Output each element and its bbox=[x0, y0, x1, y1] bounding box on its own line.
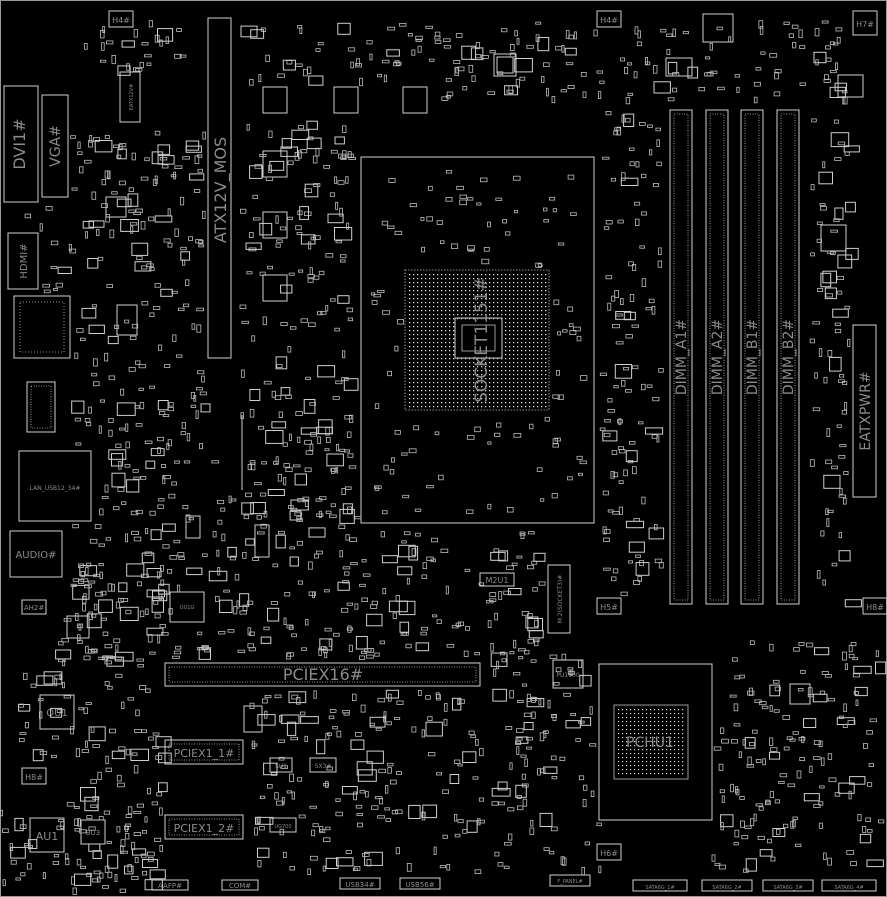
h4-right-label: H4# bbox=[600, 16, 618, 25]
dvi-connector: DVI1# bbox=[3, 85, 39, 203]
dimm-slot-b1: DIMM_B1# bbox=[740, 109, 764, 605]
dimm-slot-b2: DIMM_B2# bbox=[776, 109, 800, 605]
h6-label: H6# bbox=[600, 849, 618, 858]
pciex1-2-label: PCIEX1_2# bbox=[174, 822, 235, 835]
eatx-power-connector: EATXPWR# bbox=[852, 324, 877, 498]
f-panel-label: F_PANEL# bbox=[557, 879, 582, 885]
hdmi-connector: HDMI# bbox=[7, 232, 39, 290]
mount-hole-h8-left: H8# bbox=[21, 767, 47, 785]
ah2-label: AH2# bbox=[24, 604, 45, 612]
chip-rect-4 bbox=[116, 304, 138, 336]
au1-label: AU1 bbox=[36, 830, 59, 843]
pciex1-2-slot: PCIEX1_2# bbox=[164, 814, 244, 840]
power-block bbox=[837, 74, 864, 98]
mount-hole-h6: H6# bbox=[596, 843, 622, 861]
socket-label: SOCKET1151# bbox=[472, 277, 492, 403]
h7-label: H7# bbox=[856, 20, 874, 29]
vga-connector: VGA# bbox=[41, 94, 69, 198]
component-field bbox=[0, 20, 887, 895]
audio-label: AUDIO# bbox=[15, 550, 56, 561]
dimm-a2-label: DIMM_A2# bbox=[710, 319, 726, 395]
chip-rect-2 bbox=[243, 705, 263, 733]
h4-left-label: H4# bbox=[112, 16, 130, 25]
sx3-jumper: SX3# bbox=[309, 757, 337, 773]
m2-socket: M.2(SOCKET3)# M2U1 bbox=[479, 564, 571, 634]
vrm-chokes bbox=[262, 53, 517, 302]
dimm-b1-label: DIMM_B1# bbox=[745, 319, 761, 395]
aafp-label: AAFP# bbox=[158, 882, 182, 890]
bu3-chip: BU3 bbox=[80, 819, 106, 845]
eatx12v-connector: EATX12V# bbox=[119, 71, 141, 123]
capacitor-block bbox=[820, 224, 847, 252]
dvi-label: DVI1# bbox=[10, 118, 29, 169]
ug700-label: UG700 bbox=[274, 824, 291, 830]
ah2-header: AH2# bbox=[21, 599, 47, 615]
eatxpwr-label: EATXPWR# bbox=[858, 371, 874, 450]
io-chip bbox=[702, 13, 734, 43]
lan-usb-connector: LAN_USB12_34# bbox=[18, 450, 92, 522]
lan-label: LAN_USB12_34# bbox=[30, 485, 81, 492]
eatx12v-label: EATX12V# bbox=[129, 84, 135, 111]
ou1-label: OU1 bbox=[46, 708, 68, 719]
sata2-label: SATA6G_2# bbox=[712, 885, 741, 891]
mount-hole-h4-right: H4# bbox=[596, 10, 622, 28]
pu1000-chip: PU1000 bbox=[552, 659, 584, 689]
f-panel-header: F_PANEL# bbox=[549, 874, 591, 887]
cpu-socket: SOCKET1151# bbox=[360, 156, 595, 524]
sata-1-connector: SATA6G_1# bbox=[632, 879, 688, 892]
pciex1-1-label: PCIEX1_1# bbox=[174, 747, 235, 760]
socket-pin-grid bbox=[409, 274, 547, 408]
mount-hole-h4-left: H4# bbox=[108, 10, 134, 28]
mount-hole-h5: H5# bbox=[596, 597, 622, 615]
usb34-label: USB34# bbox=[345, 881, 374, 889]
ug700-chip: UG700 bbox=[269, 817, 297, 833]
chip-rect-3 bbox=[254, 524, 270, 558]
chip-rect bbox=[185, 515, 201, 539]
usb56-label: USB56# bbox=[405, 881, 434, 889]
sx3-label: SX3# bbox=[315, 763, 332, 770]
pciex1-1-slot: PCIEX1_1# bbox=[164, 739, 244, 765]
au1-chip: AU1 bbox=[29, 817, 65, 853]
pch-label: PCHU1 bbox=[626, 735, 674, 751]
dimm-b2-label: DIMM_B2# bbox=[781, 319, 797, 395]
dimm-a1-label: DIMM_A1# bbox=[674, 319, 690, 395]
mount-hole-h7: H7# bbox=[852, 10, 878, 36]
com-header: COM# bbox=[221, 879, 259, 891]
ou1g-chip: OU1G bbox=[169, 591, 205, 623]
vrm-label: ATX12V_MOS bbox=[211, 137, 231, 243]
aafp-header: AAFP# bbox=[151, 879, 189, 891]
mount-hole-h8-right: H8# bbox=[862, 597, 887, 615]
pciex16-label: PCIEX16# bbox=[283, 665, 363, 684]
usb34-header: USB34# bbox=[339, 877, 381, 890]
bu3-label: BU3 bbox=[86, 829, 100, 837]
sata4-label: SATA6G_4# bbox=[834, 885, 863, 891]
com-label: COM# bbox=[229, 882, 251, 890]
ps2-usb-block bbox=[26, 381, 56, 433]
sata-4-connector: SATA6G_4# bbox=[821, 879, 877, 892]
pch-chip: PCHU1 bbox=[598, 663, 713, 821]
m2u1-label: M2U1 bbox=[486, 576, 509, 585]
sata-3-connector: SATA6G_3# bbox=[762, 879, 814, 892]
hdmi-label: HDMI# bbox=[19, 243, 30, 278]
sata1-label: SATA6G_1# bbox=[645, 885, 674, 891]
h8-right-label: H8# bbox=[866, 603, 884, 612]
audio-connector: AUDIO# bbox=[9, 530, 63, 578]
chip-square bbox=[789, 683, 811, 705]
sata3-label: SATA6G_3# bbox=[773, 885, 802, 891]
h8-left-label: H8# bbox=[25, 773, 43, 782]
vga-label: VGA# bbox=[48, 125, 64, 167]
sata-2-connector: SATA6G_2# bbox=[701, 879, 753, 892]
pu1000-label: PU1000 bbox=[556, 672, 579, 679]
ou1g-label: OU1G bbox=[180, 605, 195, 611]
m2-socket-label: M.2(SOCKET3)# bbox=[557, 575, 564, 624]
h5-label: H5# bbox=[600, 603, 618, 612]
usb-stack bbox=[13, 295, 71, 359]
pciex16-slot: PCIEX16# bbox=[164, 662, 481, 687]
dimm-slot-a1: DIMM_A1# bbox=[669, 109, 693, 605]
vrm-heatsink-area: ATX12V_MOS bbox=[207, 17, 232, 359]
dimm-slot-a2: DIMM_A2# bbox=[705, 109, 729, 605]
usb56-header: USB56# bbox=[399, 877, 441, 890]
